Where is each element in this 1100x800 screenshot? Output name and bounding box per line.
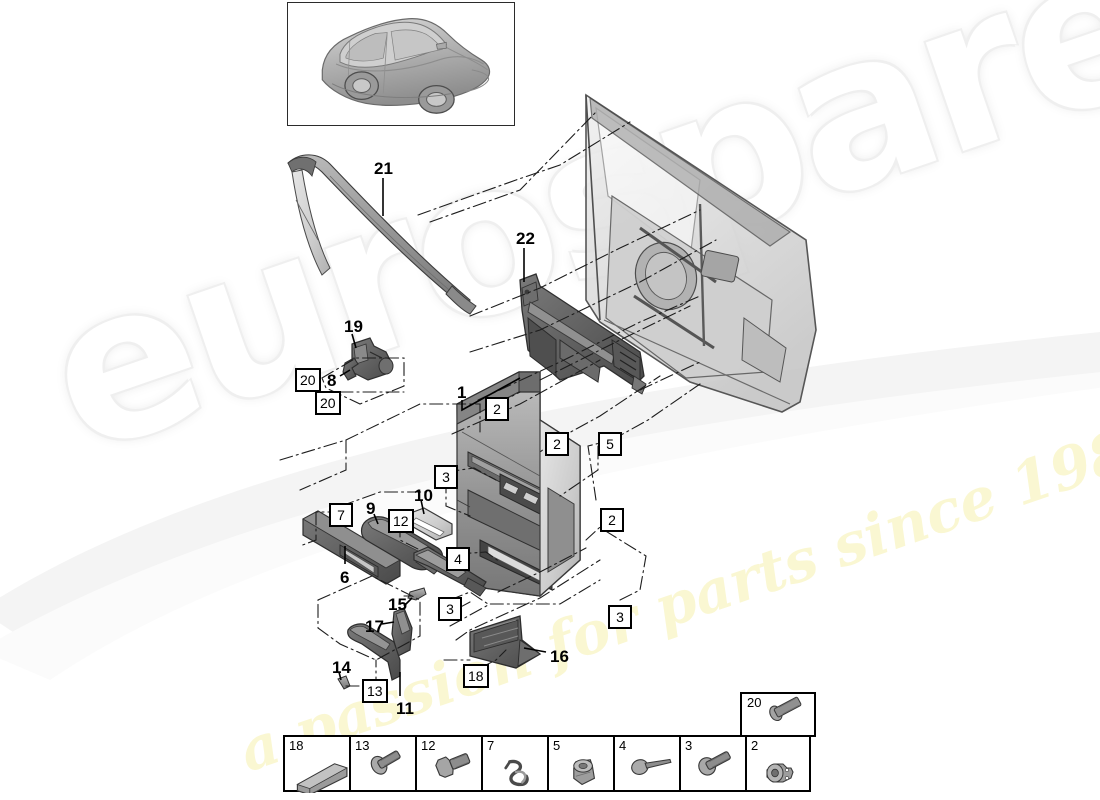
callout-4-boxed: 4 bbox=[446, 547, 470, 571]
spring-clip-icon bbox=[504, 759, 529, 787]
callout-14: 14 bbox=[332, 658, 351, 677]
part-19-lock-unit bbox=[351, 337, 394, 381]
part-1-door-trim-panel bbox=[456, 371, 581, 598]
callout-2-boxed: 2 bbox=[545, 432, 569, 456]
callout-7-boxed: 7 bbox=[329, 503, 353, 527]
grommet-icon bbox=[573, 759, 596, 786]
legend-label: 2 bbox=[751, 738, 759, 753]
legend-cell-18: 18 bbox=[283, 735, 349, 793]
callout-22: 22 bbox=[516, 229, 535, 248]
callout-6: 6 bbox=[340, 568, 350, 587]
callout-18-boxed: 18 bbox=[463, 664, 489, 688]
callout-21: 21 bbox=[374, 159, 393, 178]
callout-3-boxed: 3 bbox=[608, 605, 632, 629]
callout-15: 15 bbox=[388, 595, 407, 614]
clip-strip-icon bbox=[296, 763, 348, 793]
part-17-wedge-bracket bbox=[391, 607, 413, 657]
vehicle-thumbnail-box bbox=[287, 2, 515, 126]
callout-19: 19 bbox=[344, 317, 363, 336]
screw-pan-head-icon bbox=[370, 750, 401, 775]
callout-8: 8 bbox=[327, 371, 337, 390]
legend-cell-4: 4 bbox=[613, 735, 679, 792]
legend-top-label: 20 bbox=[747, 695, 762, 710]
callout-2-boxed: 2 bbox=[485, 397, 509, 421]
legend-label: 3 bbox=[685, 738, 693, 753]
legend-cell-12: 12 bbox=[415, 735, 481, 792]
bolt-hex-icon bbox=[435, 753, 471, 778]
legend-strip: 18 13 12 7 5 4 3 2 bbox=[283, 735, 816, 793]
callout-2-boxed: 2 bbox=[600, 508, 624, 532]
part-22-door-module-carrier bbox=[519, 273, 647, 395]
legend-label: 12 bbox=[421, 738, 436, 753]
callout-16: 16 bbox=[550, 647, 569, 666]
callout-1: 1 bbox=[457, 383, 467, 402]
part-15-clip bbox=[407, 587, 427, 601]
callout-20-boxed: 20 bbox=[315, 391, 341, 415]
callout-5-boxed: 5 bbox=[598, 432, 622, 456]
vehicle-illustration bbox=[321, 18, 491, 114]
assembly-reference-lines bbox=[279, 111, 717, 691]
legend-label: 13 bbox=[355, 738, 370, 753]
part-door-shell-ghost bbox=[585, 93, 817, 413]
legend-label: 4 bbox=[619, 738, 627, 753]
callout-12-boxed: 12 bbox=[388, 509, 414, 533]
part-16-speaker-cover bbox=[469, 615, 542, 669]
callout-20-boxed: 20 bbox=[295, 368, 321, 392]
legend-cell-13: 13 bbox=[349, 735, 415, 792]
expansion-nut-icon bbox=[766, 763, 794, 783]
part-21-window-seal bbox=[287, 154, 477, 315]
legend-label: 18 bbox=[289, 738, 304, 753]
screw-round-head-icon bbox=[698, 751, 731, 776]
callout-13-boxed: 13 bbox=[362, 679, 388, 703]
legend-label: 5 bbox=[553, 738, 561, 753]
legend-cell-2: 2 bbox=[745, 735, 811, 792]
callout-11: 11 bbox=[396, 699, 414, 718]
callout-9: 9 bbox=[366, 499, 376, 518]
bolt-flange-icon bbox=[769, 696, 802, 722]
legend-cell-7: 7 bbox=[481, 735, 547, 792]
callout-17: 17 bbox=[365, 617, 384, 636]
callout-3-boxed: 3 bbox=[434, 465, 458, 489]
legend-cell-3: 3 bbox=[679, 735, 745, 792]
rivet-pin-icon bbox=[631, 758, 672, 775]
legend-label: 7 bbox=[487, 738, 495, 753]
callout-10: 10 bbox=[414, 486, 433, 505]
part-6-decorative-trim-strip bbox=[302, 510, 401, 585]
leader-lines bbox=[338, 178, 547, 696]
legend-cell-5: 5 bbox=[547, 735, 613, 792]
legend-cell-top: 20 bbox=[740, 692, 816, 737]
callout-3-boxed: 3 bbox=[438, 597, 462, 621]
